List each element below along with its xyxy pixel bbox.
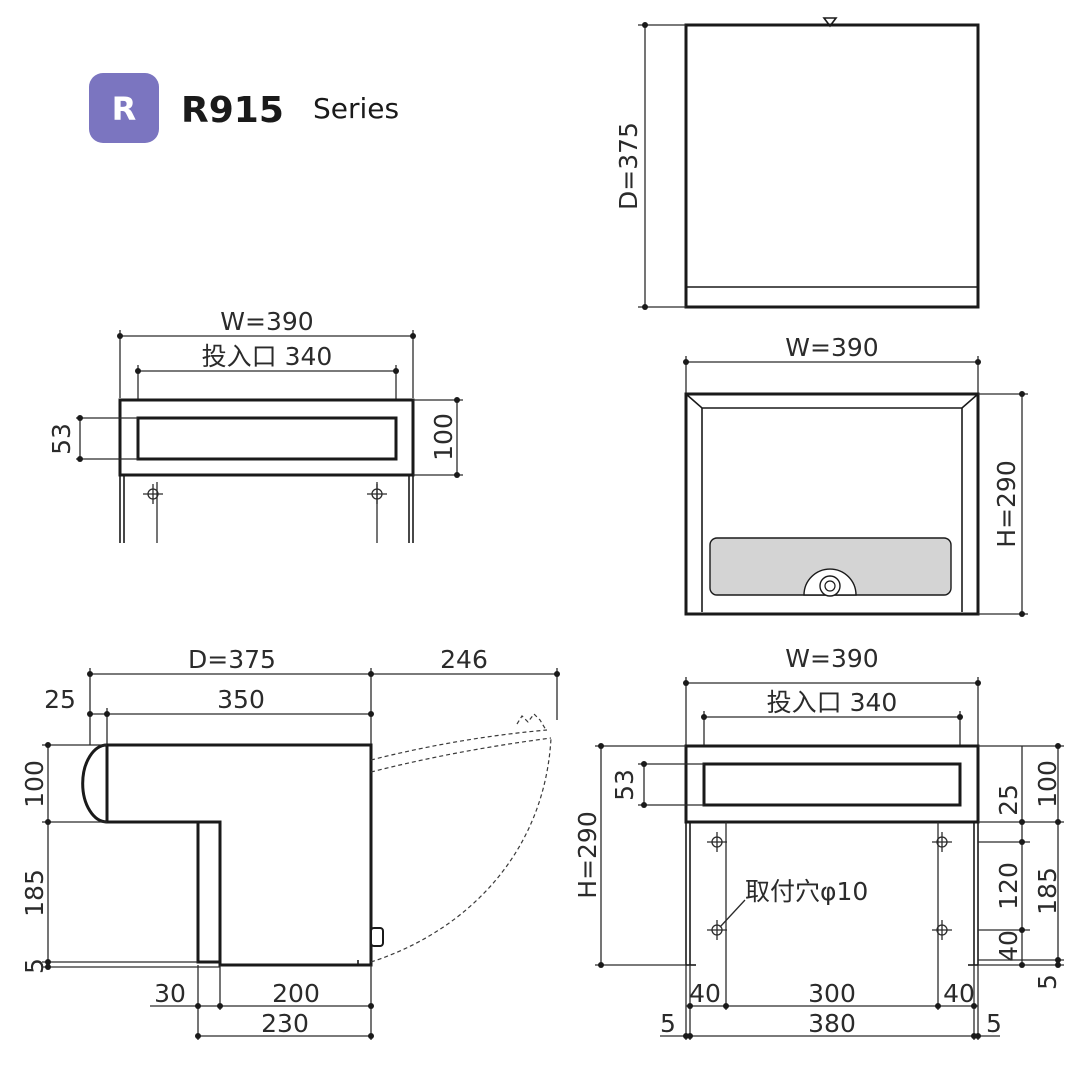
slot-view-width-label: W=390: [220, 307, 313, 336]
front-r-base-label: 5: [1033, 974, 1062, 990]
mount-hole-icon: [143, 484, 163, 504]
r-badge: [89, 73, 159, 143]
mount-hole-icon: [707, 832, 727, 852]
front-view: W=390 投入口 340: [573, 644, 1064, 1040]
side-view-rounded-front: [81, 743, 109, 824]
top-view-body: [684, 23, 980, 309]
door-swing-path: [370, 729, 548, 761]
front-b-left-label: 40: [689, 979, 721, 1008]
top-view: D=375: [614, 17, 980, 310]
side-total-bottom-label: 230: [261, 1009, 309, 1038]
model-name: R915: [181, 90, 284, 131]
front-r-bottom-label: 40: [994, 930, 1023, 962]
slot-view-height-label: 100: [429, 413, 458, 461]
side-lower-height-label: 185: [20, 869, 49, 917]
side-base-label: 5: [20, 958, 49, 974]
slot-opening: [136, 416, 398, 461]
side-view: D=375 246 25 350 100 185 5: [20, 645, 560, 1040]
side-view-post: [196, 820, 222, 964]
mount-hole-icon: [367, 484, 387, 504]
series-header: R R915 Series: [89, 73, 399, 143]
key-lock-icon: [819, 575, 841, 597]
side-depth-label: D=375: [188, 645, 276, 674]
front-b-edge-right-label: 5: [986, 1009, 1002, 1038]
side-view-body: [105, 743, 373, 967]
series-label: Series: [313, 92, 399, 125]
front-width-label: W=390: [785, 644, 878, 673]
front-r-head-label: 100: [1033, 760, 1062, 808]
front-slot-opening: [702, 762, 962, 807]
back-width-label: W=390: [785, 333, 878, 362]
side-view-key-icon: [370, 927, 384, 947]
top-depth-label: D=375: [614, 122, 643, 210]
back-view: W=390 H=290: [683, 333, 1028, 617]
side-bottom-label: 200: [272, 979, 320, 1008]
mount-hole-icon: [707, 920, 727, 940]
mount-hole-icon: [932, 832, 952, 852]
front-b-edge-left-label: 5: [660, 1009, 676, 1038]
r-badge-letter: R: [112, 90, 137, 128]
front-b-center-label: 300: [808, 979, 856, 1008]
latch-tab: [822, 17, 838, 28]
mount-hole-icon: [932, 920, 952, 940]
front-b-right-label: 40: [943, 979, 975, 1008]
front-b-total-label: 380: [808, 1009, 856, 1038]
front-r-mid-label: 120: [994, 862, 1023, 910]
side-head-height-label: 100: [20, 760, 49, 808]
slot-view-slot-label: 投入口 340: [202, 342, 333, 371]
mount-hole-label: 取付穴φ10: [745, 877, 868, 906]
side-offset-label: 25: [44, 685, 76, 714]
back-height-label: H=290: [992, 460, 1021, 547]
front-slot-height-label: 53: [610, 769, 639, 801]
side-leg-label: 30: [154, 979, 186, 1008]
front-slot-label: 投入口 340: [767, 688, 898, 717]
slot-view-slot-height-label: 53: [47, 423, 76, 455]
front-height-label: H=290: [573, 811, 602, 898]
front-r-lower-label: 185: [1033, 867, 1062, 915]
side-inner-depth-label: 350: [217, 685, 265, 714]
front-slot-view: W=390 投入口 340 53: [47, 307, 463, 543]
front-r-top-label: 25: [994, 784, 1023, 816]
door-swing-label: 246: [440, 645, 488, 674]
